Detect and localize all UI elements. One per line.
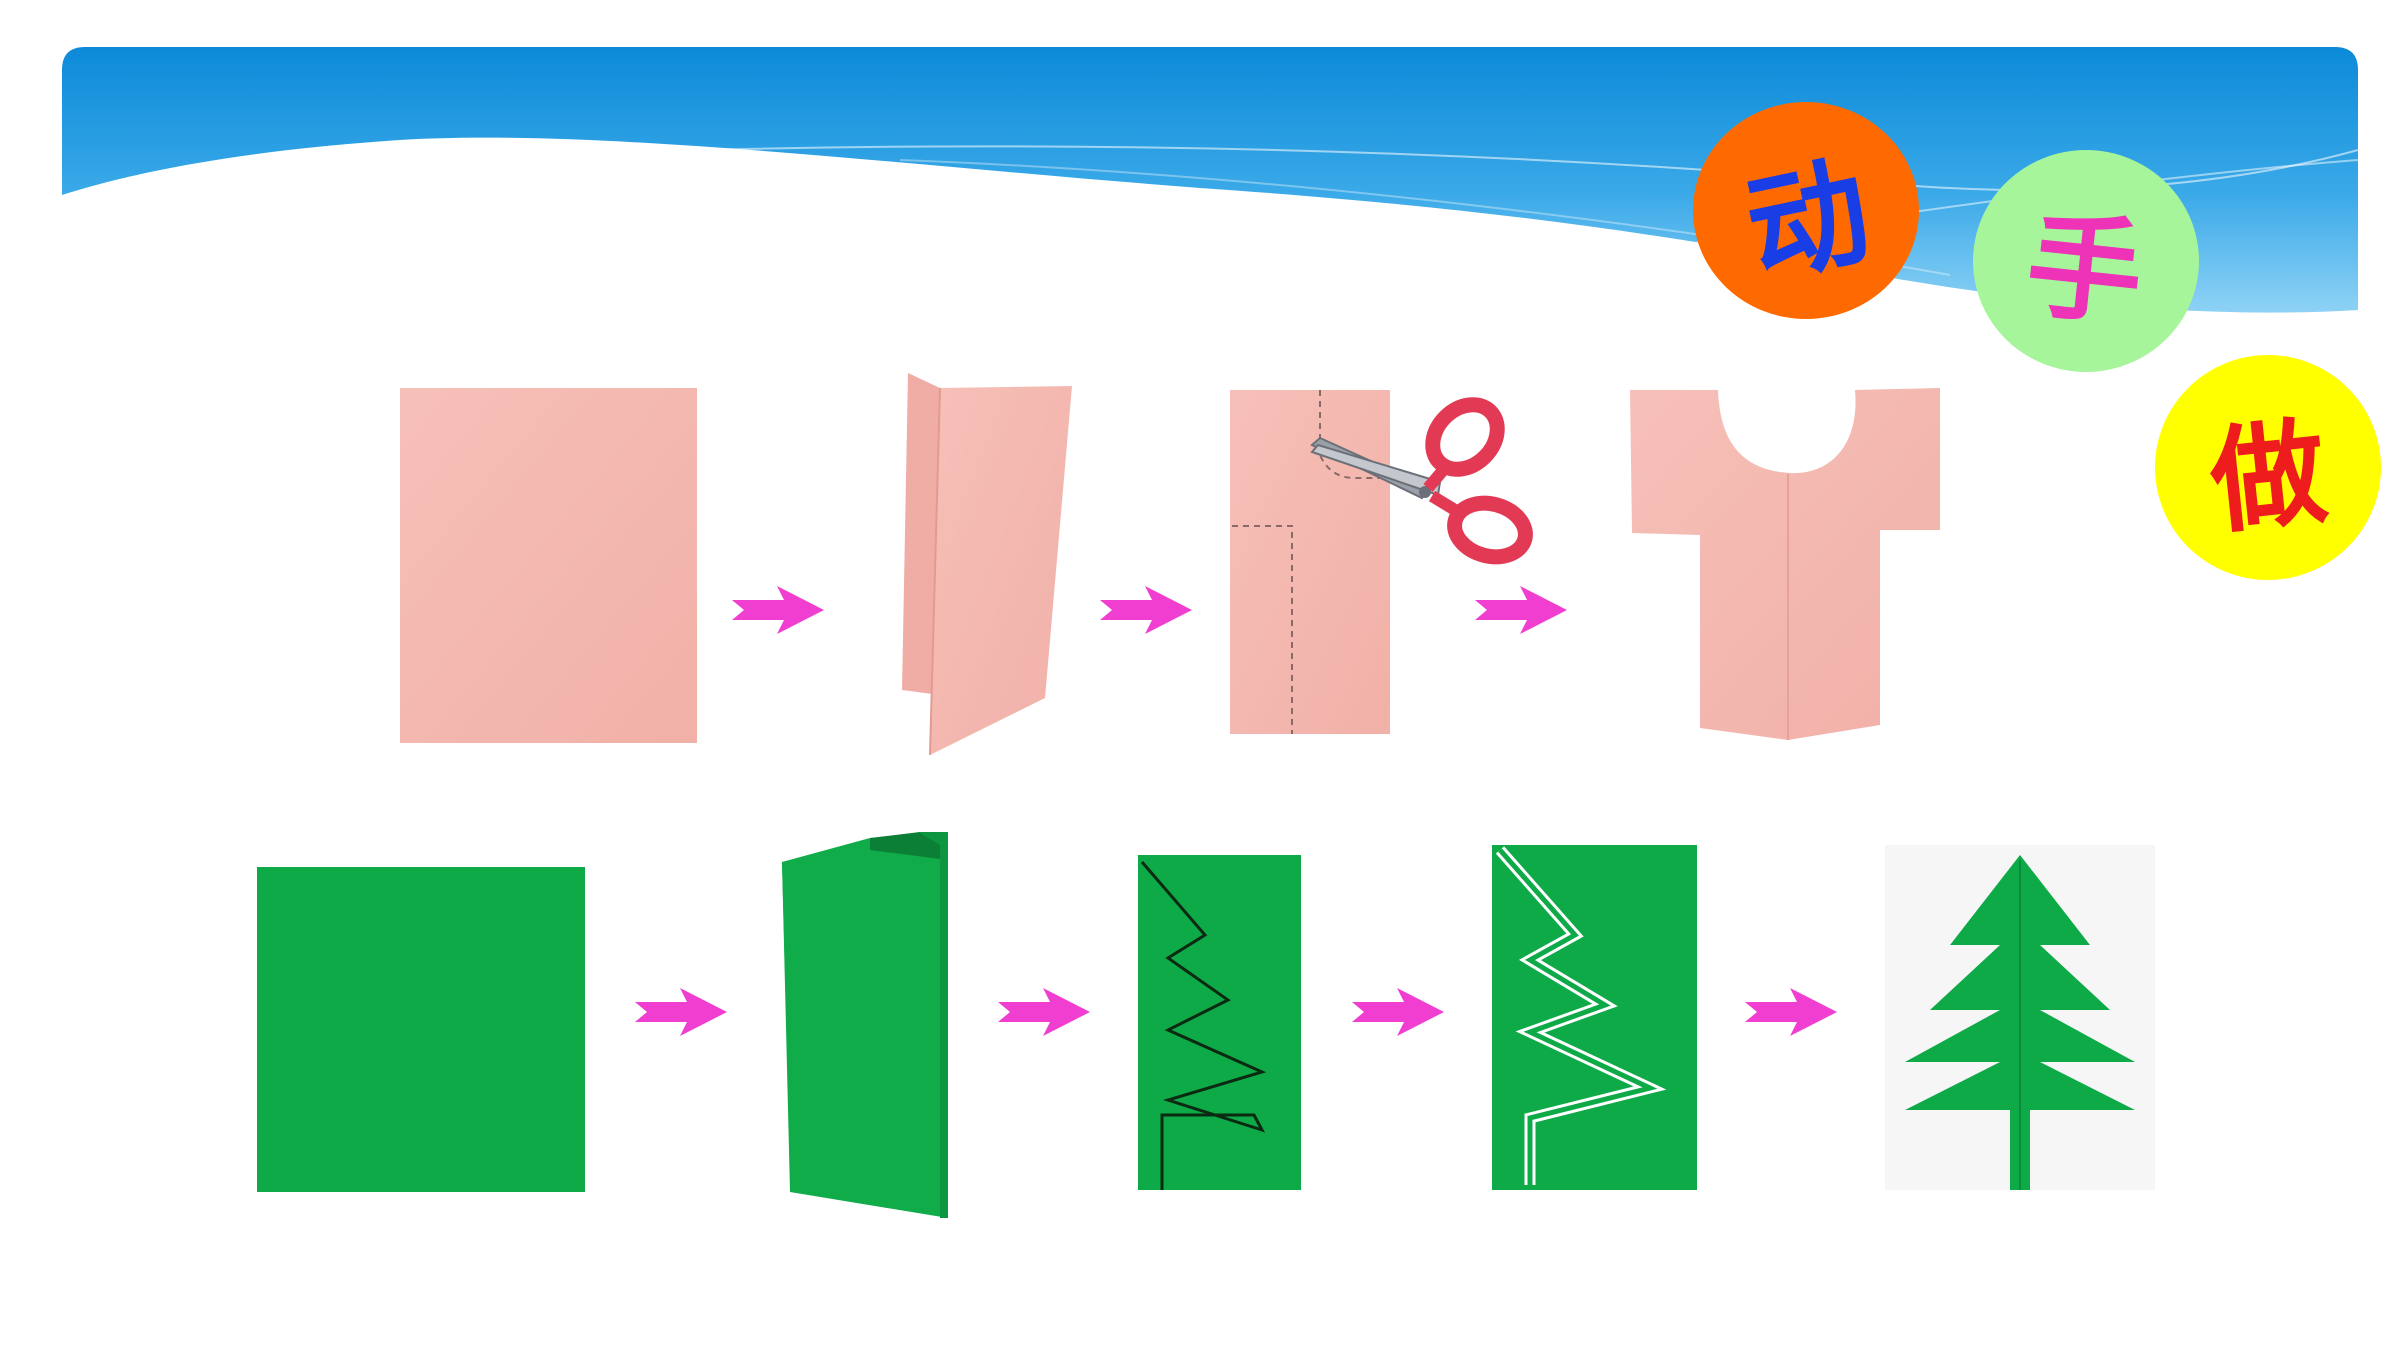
right-arrow-icon: [1745, 988, 1837, 1036]
right-arrow-icon: [732, 586, 824, 634]
tree-step-3-outline: [1138, 855, 1301, 1190]
tree-step-4-cut: [1492, 845, 1697, 1190]
title-badge-shou: 手: [1973, 150, 2199, 372]
right-arrow-icon: [1352, 988, 1444, 1036]
right-arrow-icon: [635, 988, 727, 1036]
step-arrows: [635, 586, 1837, 1036]
shirt-step-2-folded: [902, 373, 1072, 756]
tree-step-1-sheet: [257, 867, 585, 1192]
tree-step-2-folded: [782, 832, 948, 1218]
title-badge-dong: 动: [1693, 102, 1919, 319]
title-char-dong: 动: [1735, 141, 1882, 303]
right-arrow-icon: [998, 988, 1090, 1036]
shirt-row: [400, 373, 1940, 756]
title-char-zuo: 做: [2204, 404, 2334, 551]
title-badge-zuo: 做: [2155, 355, 2381, 580]
scissors-icon: [1310, 397, 1533, 565]
shirt-step-3-marked: [1230, 390, 1390, 734]
tree-step-5-unfolded: [1885, 845, 2155, 1190]
right-arrow-icon: [1100, 586, 1192, 634]
right-arrow-icon: [1475, 586, 1567, 634]
title-char-shou: 手: [2020, 198, 2150, 344]
shirt-step-1-sheet: [400, 388, 697, 743]
shirt-step-4-shirt: [1630, 388, 1940, 740]
tree-row: [257, 832, 2155, 1218]
header-wave-line: [1499, 159, 2359, 271]
